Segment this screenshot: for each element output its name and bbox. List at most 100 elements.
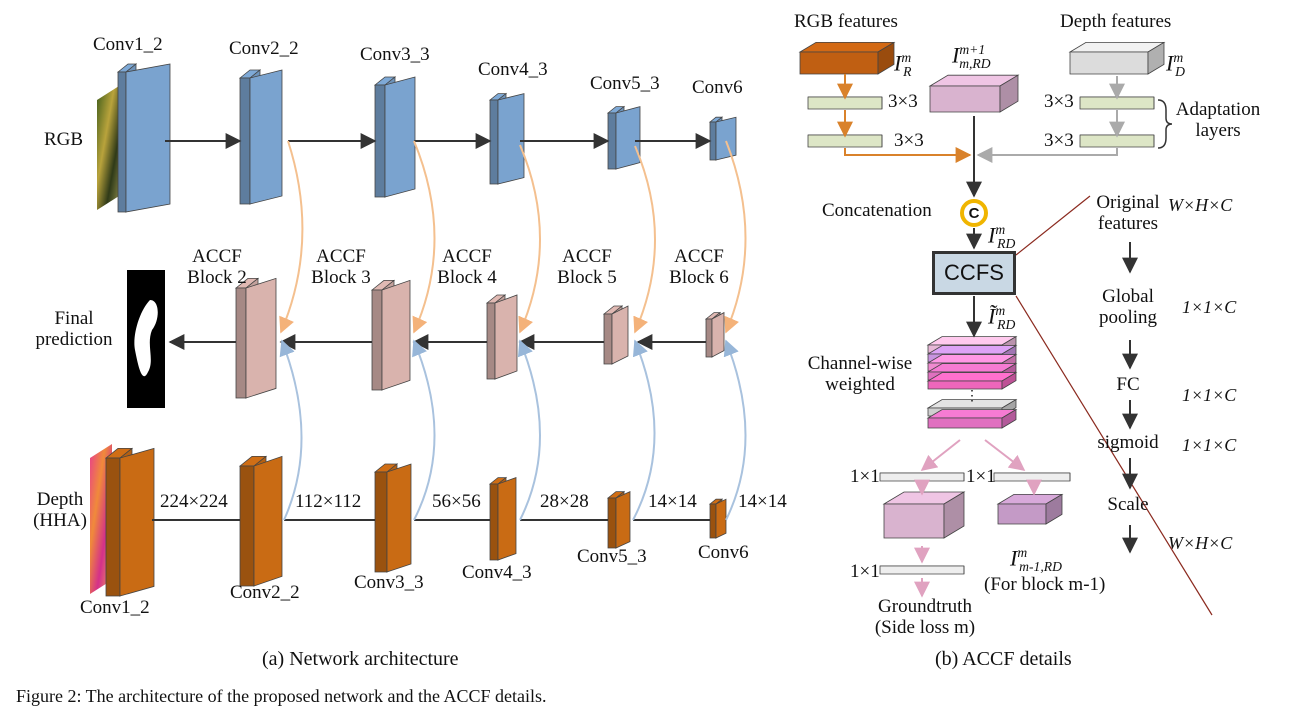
blocks-layer bbox=[104, 41, 1166, 597]
ccfs-dim-5: W×H×C bbox=[1168, 533, 1233, 553]
weighted-slab-5-front bbox=[927, 380, 1003, 390]
depth-input-label: Depth (HHA) bbox=[30, 489, 90, 532]
depth-to-accf3-arrow bbox=[412, 339, 436, 521]
i-rd-sub: RD bbox=[997, 235, 1016, 251]
adapt-rgb-2-front bbox=[807, 134, 883, 148]
weighted-slab-1-top bbox=[926, 336, 1018, 346]
accf5-line1: ACCF bbox=[562, 246, 612, 267]
conv-depth-1-label: 3×3 bbox=[1044, 91, 1074, 112]
accf-block-label-5: ACCF Block 5 bbox=[542, 246, 632, 289]
accf-block-4-front bbox=[486, 302, 496, 380]
next-block-slab-side bbox=[1045, 493, 1063, 525]
accf-block-label-4: ACCF Block 4 bbox=[422, 246, 512, 289]
depth-to-accf2-arrow bbox=[279, 339, 303, 521]
weighted-slab-2-top bbox=[926, 345, 1018, 355]
rgb-block-5-front bbox=[607, 112, 617, 170]
accf2-line2: Block 2 bbox=[187, 266, 247, 288]
rgb-to-accf4-arrow bbox=[518, 144, 541, 334]
accf-block-6-front bbox=[705, 318, 713, 358]
i-r-sup: m bbox=[901, 50, 912, 65]
depth-stage-label-4: Conv4_3 bbox=[462, 562, 532, 583]
rgb-face-2 bbox=[249, 69, 283, 205]
side-output-slab-side bbox=[943, 491, 965, 539]
accf4-line1: ACCF bbox=[442, 246, 492, 267]
accf-face-5 bbox=[611, 305, 629, 365]
side-output-slab-front bbox=[883, 503, 945, 539]
i-r-symbol: I bbox=[894, 50, 902, 76]
ccfs-dim-2: 1×1×C bbox=[1182, 297, 1237, 317]
i-rd-sup: m bbox=[995, 222, 1006, 237]
depth-block-5-front bbox=[607, 497, 617, 549]
resolution-label-1: 224×224 bbox=[160, 491, 228, 512]
depth-feat-to-concat bbox=[976, 147, 1118, 163]
accf2-line1: ACCF bbox=[192, 246, 242, 267]
gp-line2: pooling bbox=[1098, 306, 1158, 328]
accf5-line2: Block 5 bbox=[557, 266, 617, 288]
i-r-math: ImR bbox=[894, 50, 912, 79]
accf-block-2-front bbox=[235, 287, 247, 399]
rgb-input-image bbox=[97, 86, 119, 210]
ccfs-step-scale: Scale bbox=[1107, 494, 1149, 515]
i-rd-symbol: I bbox=[988, 222, 996, 248]
accf-block-5-front bbox=[603, 313, 613, 365]
rgb-to-accf2-arrow bbox=[279, 140, 304, 334]
cw-line2: weighted bbox=[825, 373, 895, 395]
rgb-stage-label-1: Conv1_2 bbox=[93, 34, 163, 55]
accf-block-label-3: ACCF Block 3 bbox=[296, 246, 386, 289]
concat-circle: C bbox=[960, 199, 988, 227]
ccfs-dim-1: W×H×C bbox=[1168, 195, 1233, 215]
rgb-feature-slab-side bbox=[877, 41, 895, 75]
rgb-face-3 bbox=[384, 76, 416, 198]
weighted-split-right bbox=[984, 439, 1026, 471]
rgb-stage-label-2: Conv2_2 bbox=[229, 38, 299, 59]
accf3-line2: Block 3 bbox=[311, 266, 371, 288]
rgb-face-4 bbox=[497, 93, 525, 185]
rgb-to-accf6-arrow bbox=[724, 140, 747, 334]
accf-face-3 bbox=[381, 279, 411, 391]
depth-face-5 bbox=[615, 490, 631, 549]
accf-face-4 bbox=[494, 294, 518, 380]
i-r-sub: R bbox=[903, 63, 912, 79]
accf-face-6 bbox=[711, 311, 725, 358]
depth-face-6 bbox=[715, 498, 727, 539]
conv-bar-bottom-front bbox=[879, 565, 965, 575]
ccfs-box: CCFS bbox=[932, 251, 1016, 295]
depth-block-2-front bbox=[239, 465, 255, 587]
rgb-stage-label-4: Conv4_3 bbox=[478, 59, 548, 80]
weighted-slab-last-top bbox=[926, 409, 1018, 419]
final-prediction-label: Final prediction bbox=[18, 308, 130, 351]
resolution-label-5: 14×14 bbox=[648, 491, 697, 512]
tilde-i-sub: RD bbox=[997, 316, 1016, 332]
weighted-slab-last-side bbox=[1001, 408, 1017, 429]
rgb-block-2-front bbox=[239, 77, 251, 205]
connectors-layer bbox=[152, 74, 1213, 616]
depth-block-6-front bbox=[709, 503, 717, 539]
i-m-1-rd-sup: m bbox=[1017, 545, 1028, 560]
final-line1: Final bbox=[54, 308, 94, 329]
i-m-1-rd-symbol: I bbox=[1010, 545, 1018, 571]
depth-block-3-front bbox=[374, 471, 388, 573]
rgb-to-accf3-arrow bbox=[412, 140, 436, 334]
depth-label-line2: (HHA) bbox=[33, 509, 87, 531]
concatenation-label: Concatenation bbox=[822, 200, 932, 221]
rgb-face-6 bbox=[715, 116, 737, 161]
weighted-slab-last-front bbox=[927, 417, 1003, 429]
i-m-1-rd-sub: m-1,RD bbox=[1019, 558, 1062, 574]
rgb-block-6-front bbox=[709, 121, 717, 161]
prev-feature-slab-side bbox=[999, 74, 1019, 113]
accf6-line2: Block 6 bbox=[669, 266, 729, 288]
weighted-ellipsis: ⋮ bbox=[965, 389, 979, 404]
depth-stage-label-6: Conv6 bbox=[698, 542, 749, 563]
i-rd-math: ImRD bbox=[988, 222, 1015, 251]
adaptation-brace bbox=[1157, 99, 1173, 149]
depth-stage-label-1: Conv1_2 bbox=[80, 597, 150, 618]
depth-stage-label-2: Conv2_2 bbox=[230, 582, 300, 603]
tilde-i-symbol: Ĩ bbox=[988, 303, 996, 329]
i-d-sup: m bbox=[1173, 50, 1184, 65]
conv1x1-left-label: 1×1 bbox=[850, 466, 880, 487]
resolution-label-6: 14×14 bbox=[738, 491, 787, 512]
conv-rgb-1-label: 3×3 bbox=[888, 91, 918, 112]
resolution-label-4: 28×28 bbox=[540, 491, 589, 512]
ccfs-zoom-line-top bbox=[1015, 195, 1091, 256]
